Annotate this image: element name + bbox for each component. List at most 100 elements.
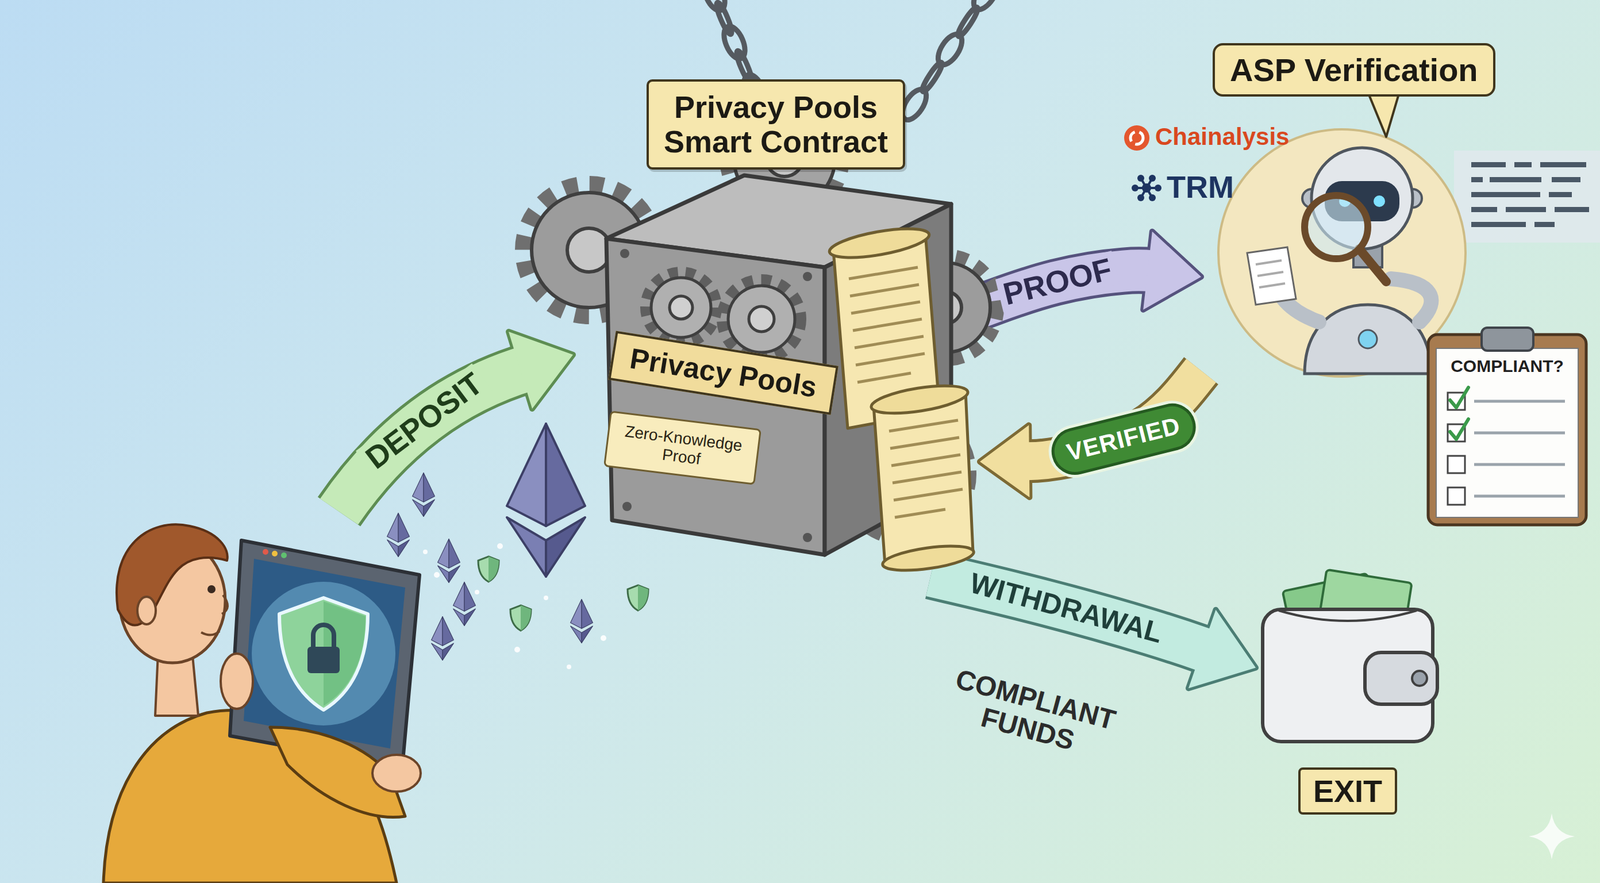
text-slot: EXIT [1255, 767, 1440, 815]
text-slot: ASP Verification [1212, 43, 1496, 97]
code-panel-part-part [1471, 162, 1506, 168]
code-panel-part-part [1471, 177, 1483, 183]
corner-star [1528, 813, 1575, 860]
parchment-scrolls [827, 222, 976, 575]
clipboard-illustration-part-part [1447, 455, 1465, 473]
ether-coins-part [431, 616, 455, 661]
trm-wordmark: TRM [1166, 168, 1234, 205]
speech-bubble: ASP Verification [1212, 43, 1496, 97]
ether-coins-part [478, 556, 499, 582]
vendor-logos-part-part [1148, 174, 1156, 182]
user-figure-part [137, 596, 156, 625]
sparkles [422, 543, 607, 669]
front-gears-part [728, 285, 795, 353]
ether-coins-part [627, 585, 649, 611]
robot-illustration-part [1359, 248, 1387, 282]
front-gears-part [646, 272, 716, 342]
parchment-scrolls-part [889, 420, 963, 518]
code-panel-part-part [1540, 162, 1587, 168]
funds-note: COMPLIANT FUNDS [935, 661, 1129, 768]
code-panel-part-part [1514, 162, 1532, 168]
zk-scroll: Zero-Knowledge Proof [606, 419, 759, 476]
clipboard-illustration-part-part [1447, 487, 1465, 505]
verified-arrow [979, 370, 1202, 498]
back-gears-part [567, 228, 611, 272]
user-figure-part [372, 754, 421, 792]
vendor-logos-part-part [1137, 174, 1145, 182]
vendor-logos-part-part [1148, 194, 1156, 202]
arrowhead [1143, 231, 1202, 310]
code-panel-part-part [1551, 177, 1581, 183]
vendor-logos-part-part [1154, 184, 1162, 192]
wallet-illustration-part [1278, 610, 1417, 621]
vendor-logos-part [1131, 174, 1162, 202]
code-panel [1454, 150, 1600, 243]
parchment-scrolls-part [869, 380, 970, 419]
user-figure-part [281, 552, 287, 559]
code-panel-part-part [1505, 206, 1546, 213]
edge-label-slot: PROOF [1057, 281, 1178, 316]
user-figure-part [201, 631, 220, 636]
code-panel-part-part [1471, 206, 1498, 213]
user-figure [103, 524, 421, 883]
text-slot: Privacy Pools Smart Contract [646, 79, 906, 170]
edge-label: VERIFIED [1046, 398, 1201, 480]
vendor-logos-part-part [1141, 183, 1152, 193]
ether-coins-part [412, 472, 436, 517]
sparkles-part [566, 664, 572, 669]
front-gears-part [651, 277, 711, 338]
user-figure-part [207, 585, 216, 594]
label-slot: Chainalysis [1155, 122, 1290, 151]
edge-label-slot: WITHDRAWAL [1066, 608, 1273, 640]
wallet-illustration-part [1364, 652, 1438, 705]
arrowhead-outline [979, 425, 1030, 498]
user-figure-part [271, 550, 278, 557]
ether-coins-part [387, 513, 410, 557]
front-gears-part [802, 532, 813, 542]
robot-illustration-part [1255, 260, 1286, 288]
edge-label: PROOF [994, 251, 1119, 314]
code-panel-part-part [1489, 177, 1542, 183]
parchment-scrolls-part [827, 222, 932, 264]
vendor-logos-part-part [1131, 184, 1139, 192]
wallet-illustration-part [1412, 670, 1428, 686]
clipboard-illustration-part [1447, 392, 1465, 505]
code-panel-part-part [1554, 206, 1590, 213]
sparkles-part [497, 543, 503, 549]
code-panel-part-part [1471, 191, 1541, 198]
ether-coins-part [453, 582, 476, 626]
sparkles-part [433, 571, 440, 578]
code-panel-part [1471, 162, 1590, 228]
front-gears-part [622, 501, 632, 511]
arrowhead [1188, 609, 1256, 688]
clipboard-illustration-part [1428, 334, 1587, 525]
exit-wallet: EXIT [1255, 574, 1440, 819]
robot-illustration-part [1304, 195, 1368, 259]
asp-verifier: ASP Verification COMPLIANT? [1201, 34, 1592, 529]
front-gears-part [669, 295, 693, 319]
robot-illustration-part [1358, 329, 1378, 349]
parchment-scrolls-part [848, 267, 925, 383]
code-panel-part-part [1534, 221, 1555, 228]
user-figure-part [221, 594, 228, 614]
front-gears-part [620, 248, 630, 259]
contract-machine: Privacy Pools Smart ContractPrivacy Pool… [571, 60, 980, 575]
vendor-logos-part [1124, 125, 1150, 151]
chainalysis-wordmark: Chainalysis [1155, 122, 1290, 151]
ether-coins-part [510, 605, 532, 631]
user-figure-part [229, 540, 420, 768]
exit-tag: EXIT [1298, 767, 1398, 815]
code-panel-part-part [1548, 191, 1572, 198]
contract-heading: Privacy Pools Smart Contract [646, 79, 906, 170]
sparkles-part [514, 646, 521, 653]
sparkles-part [474, 589, 480, 595]
sparkles-part [600, 635, 607, 641]
clipboard-illustration-part [1474, 401, 1565, 496]
front-gears-part [748, 306, 775, 332]
deposit-arrow-part [339, 367, 529, 512]
arrowhead-outline [1143, 231, 1202, 310]
clipboard-illustration-part [1436, 348, 1579, 518]
clipboard-illustration-part [1481, 327, 1534, 351]
